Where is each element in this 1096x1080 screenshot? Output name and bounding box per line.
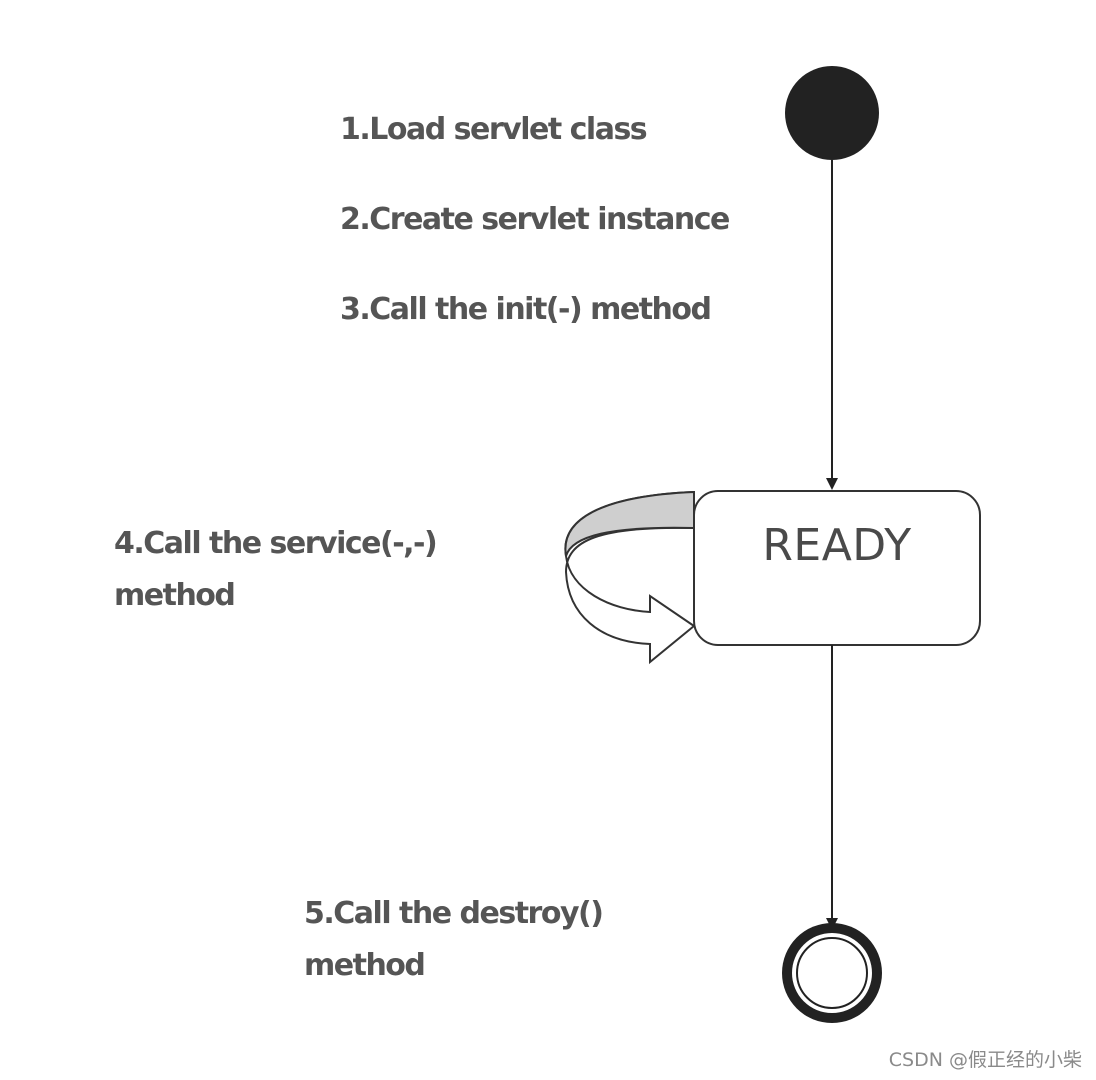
step-service-line1: 4.Call the service(-,-)	[114, 526, 438, 561]
step-service-label: 4.Call the service(-,-) method	[114, 518, 438, 622]
step-destroy-line1: 5.Call the destroy()	[304, 896, 604, 931]
step-destroy-label: 5.Call the destroy() method	[304, 888, 604, 992]
initial-state-node	[785, 66, 879, 160]
ready-state-box	[693, 490, 981, 646]
step-load-label: 1.Load servlet class	[340, 112, 648, 147]
ready-state-label: READY	[762, 520, 912, 571]
step-create-label: 2.Create servlet instance	[340, 202, 730, 237]
step-init-label: 3.Call the init(-) method	[340, 292, 712, 327]
final-state-node	[782, 923, 882, 1023]
service-loop-arrow	[564, 490, 696, 665]
step-destroy-line2: method	[304, 948, 426, 983]
watermark-text: CSDN @假正经的小柴	[888, 1049, 1082, 1071]
step-service-line2: method	[114, 578, 236, 613]
